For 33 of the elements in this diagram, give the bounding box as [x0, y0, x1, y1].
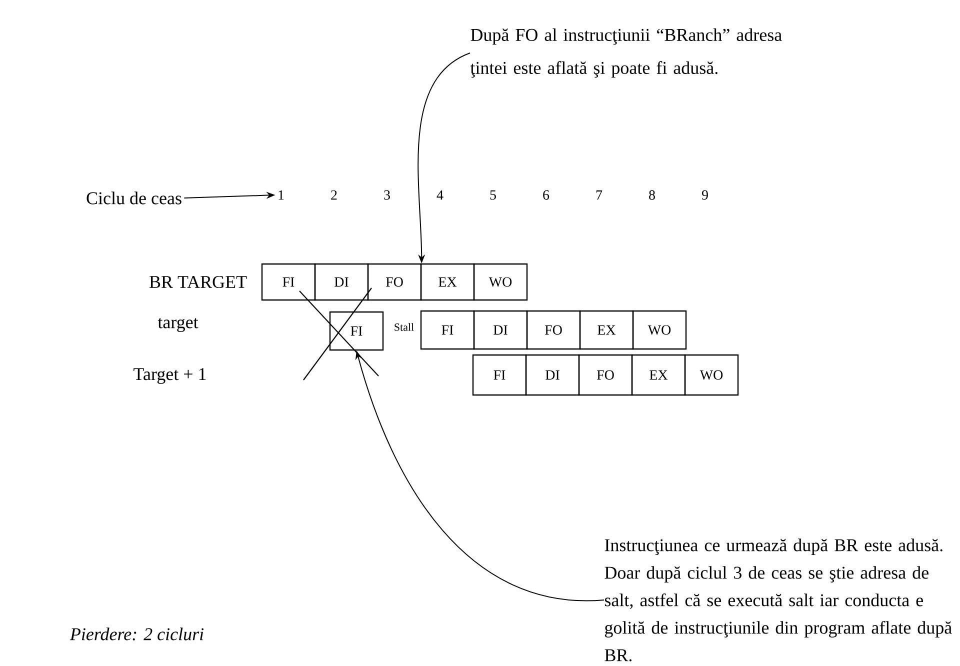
row-label: target — [158, 318, 198, 332]
pipeline-stage-cell: WO — [632, 310, 687, 350]
pipeline-stage-cell: FO — [578, 354, 633, 396]
pipeline-stage-cell: EX — [631, 354, 686, 396]
cycle-number: 5 — [490, 190, 496, 200]
cycle-number: 1 — [278, 190, 284, 200]
pipeline-stage-cell: EX — [579, 310, 634, 350]
pipeline-stage-cell: EX — [420, 263, 475, 301]
cycle-number: 3 — [384, 190, 390, 200]
note-text: Pierdere: 2 cicluri — [70, 628, 204, 640]
axis-caption: Ciclu de ceas — [86, 192, 182, 204]
pipeline-stage-cell: WO — [473, 263, 528, 301]
pipeline-stage-cell: DI — [473, 310, 528, 350]
crossed-out-cell: FI — [299, 288, 384, 380]
pipeline-stage-cell: FI — [261, 263, 316, 301]
row-label: BR TARGET — [150, 276, 247, 288]
pipeline-stage-cell: FO — [367, 263, 422, 301]
stall-label: Stall — [394, 323, 414, 331]
cycle-number: 6 — [543, 190, 550, 200]
pipeline-stage-cell: WO — [684, 354, 739, 396]
pipeline-stage-cell: FI — [420, 310, 475, 350]
cycle-number: 9 — [702, 190, 708, 200]
callout-text: După FO al instrucţiunii “BRanch” adresa ţintei este aflată şi poate fi adusă. — [470, 28, 782, 78]
row-label: Target + 1 — [134, 368, 206, 384]
pipeline-stage-cell: DI — [314, 263, 369, 301]
callout-text: Instrucţiunea ce urmează după BR este adusă. Doar după ciclul 3 de ceas se ştie adresa de salt, astfel că se execută salt iar conducta e golită de instrucţiunile din program aflate după BR. — [604, 538, 952, 662]
pipeline-stage-cell: DI — [525, 354, 580, 396]
cycle-number: 7 — [596, 190, 602, 200]
cycle-number: 8 — [649, 190, 655, 200]
pipeline-stage-cell: FO — [526, 310, 581, 350]
pipeline-stage-cell: FI — [472, 354, 527, 396]
cycle-number: 2 — [331, 190, 337, 200]
cycle-number: 4 — [436, 190, 444, 200]
